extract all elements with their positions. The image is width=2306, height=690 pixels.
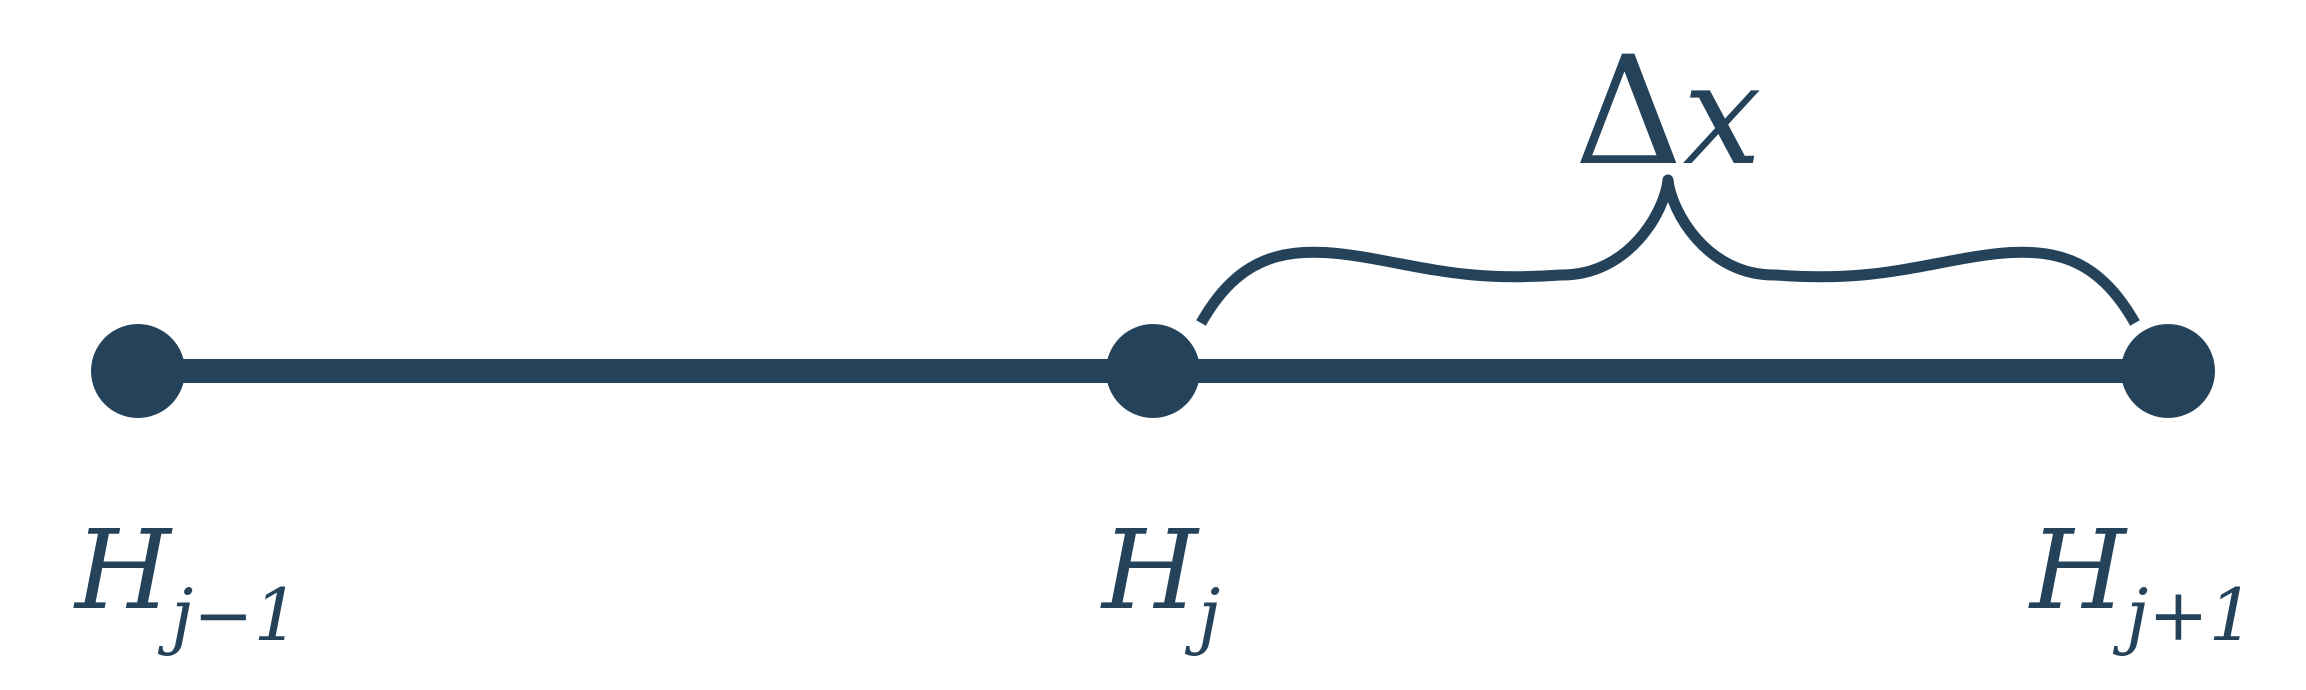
- delta-symbol: Δ: [1574, 25, 1682, 199]
- label-right-symbol: H: [2028, 506, 2128, 634]
- node-right: [2121, 324, 2215, 418]
- label-right-subscript: j+1: [2112, 573, 2254, 657]
- label-left: Hj−1: [73, 506, 299, 657]
- label-left-subscript: j−1: [157, 573, 299, 657]
- spacing-brace: [1196, 174, 2140, 326]
- node-left: [91, 324, 185, 418]
- node-middle: [1106, 324, 1200, 418]
- label-middle: Hj: [1100, 506, 1220, 657]
- label-middle-symbol: H: [1100, 506, 1200, 634]
- label-right: Hj+1: [2028, 506, 2254, 657]
- label-left-symbol: H: [73, 506, 173, 634]
- spacing-label: Δx: [1574, 25, 1761, 199]
- spacing-variable: x: [1683, 34, 1762, 197]
